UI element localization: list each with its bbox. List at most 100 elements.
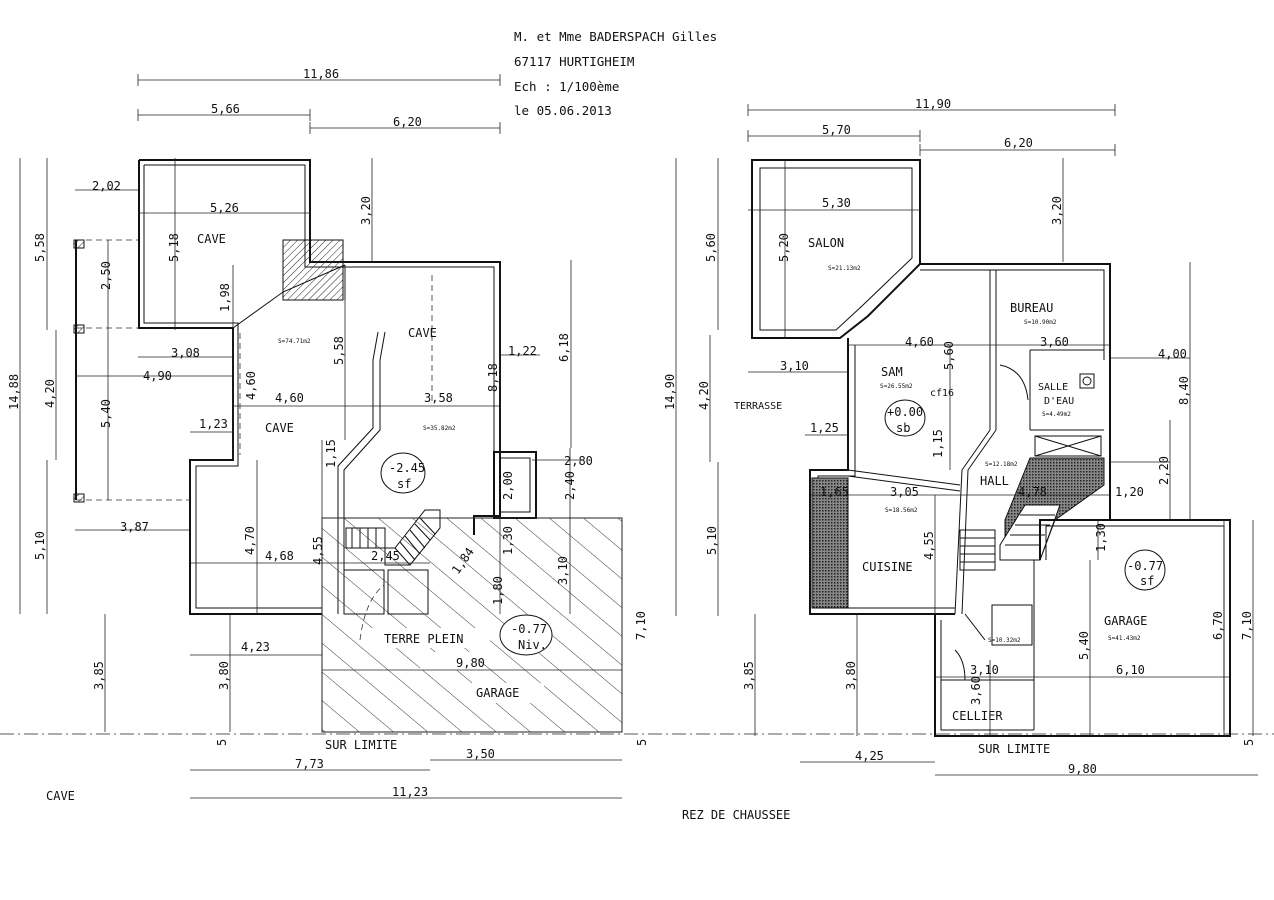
room-area: S=35.82m2	[423, 425, 456, 432]
level-marker: -0.77 sf	[1124, 549, 1166, 591]
dim-label: 4,60	[275, 391, 304, 405]
dim-label: 1,20	[1115, 485, 1144, 499]
dim-label: 4,00	[1158, 347, 1187, 361]
svg-text:Niv.: Niv.	[518, 638, 547, 652]
dim-label: 3,60	[1040, 335, 1069, 349]
room-label-garage: GARAGE	[476, 686, 519, 700]
dim-label: 6,20	[393, 115, 422, 129]
dim-label: 4,70	[243, 526, 257, 555]
room-area: S=18.56m2	[885, 507, 918, 514]
dim-label: 5,66	[211, 102, 240, 116]
room-label-terre-plein: TERRE PLEIN	[384, 632, 463, 646]
svg-text:sb: sb	[896, 421, 910, 435]
dim-label: 3,85	[92, 661, 106, 690]
dim-label: 6,10	[1116, 663, 1145, 677]
room-area: S=21.13m2	[828, 265, 861, 272]
dim-label: 2,00	[501, 471, 515, 500]
dim-label: 4,90	[143, 369, 172, 383]
dim-label: 5,60	[704, 233, 718, 262]
dim-label: 7,73	[295, 757, 324, 771]
dim-label: 2,02	[92, 179, 121, 193]
dim-label: 4,60	[905, 335, 934, 349]
dim-label: 3,10	[556, 556, 570, 585]
dim-label: 5,70	[822, 123, 851, 137]
dim-label: 3,87	[120, 520, 149, 534]
rdc-internal-dimensions	[675, 158, 1258, 776]
room-label-salle: D'EAU	[1044, 396, 1074, 407]
dim-label: 9,80	[1068, 762, 1097, 776]
dim-label: 6,20	[1004, 136, 1033, 150]
room-label-terrasse: TERRASSE	[734, 401, 782, 412]
dim-label: 2,80	[564, 454, 593, 468]
dim-label: 2,20	[1157, 456, 1171, 485]
dim-label: 11,86	[303, 67, 339, 81]
dim-label: 8,18	[486, 363, 500, 392]
rdc-walls	[751, 159, 1231, 737]
dim-label: 5	[635, 739, 649, 746]
dim-label: 1,22	[508, 344, 537, 358]
dim-label: 7,10	[634, 611, 648, 640]
dim-label: 1,30	[1094, 523, 1108, 552]
room-label-salle: SALLE	[1038, 382, 1068, 393]
level-marker: -2.45 sf	[380, 452, 426, 494]
svg-text:sf: sf	[1140, 574, 1154, 588]
dim-label: 8,40	[1177, 376, 1191, 405]
level-marker: -0.77 Niv.	[511, 622, 547, 652]
room-label-salon: SALON	[808, 236, 844, 250]
dim-label: 6,70	[1211, 611, 1225, 640]
dim-label: 9,80	[456, 656, 485, 670]
room-area: S=10.32m2	[988, 637, 1021, 644]
room-area: S=4.49m2	[1042, 411, 1071, 418]
dim-label: 1,15	[324, 439, 338, 468]
svg-text:+0.00: +0.00	[887, 405, 923, 419]
dim-label: 3,05	[890, 485, 919, 499]
dim-label: 5,58	[332, 336, 346, 365]
dim-label: 4,20	[43, 379, 57, 408]
dim-label: 5,20	[777, 233, 791, 262]
room-area: S=26.55m2	[880, 383, 913, 390]
dim-label: 4,68	[265, 549, 294, 563]
dim-label: 5,10	[33, 531, 47, 560]
cave-plan: 11,86 5,66 6,20	[0, 67, 1274, 803]
dim-label: 4,25	[855, 749, 884, 763]
dim-label: 14,88	[7, 374, 21, 410]
dim-label: 3,10	[780, 359, 809, 373]
room-area: S=74.71m2	[278, 338, 311, 345]
dim-label: 1,98	[218, 283, 232, 312]
drawing-scale: Ech : 1/100ème	[514, 79, 619, 94]
room-label-cave: CAVE	[265, 421, 294, 435]
dim-label: 11,90	[915, 97, 951, 111]
dim-label: 3,08	[171, 346, 200, 360]
dim-label: 2,50	[99, 261, 113, 290]
dim-label: 5,30	[822, 196, 851, 210]
dim-label: 1,30	[501, 526, 515, 555]
dim-label: 3,58	[424, 391, 453, 405]
dim-label: 5	[1242, 739, 1256, 746]
rdc-plan: 11,90 5,70 6,20	[663, 97, 1258, 822]
dim-label: 5,60	[942, 341, 956, 370]
dim-label: 5,10	[705, 526, 719, 555]
dim-label: 4,60	[244, 371, 258, 400]
dim-label: 1,15	[931, 429, 945, 458]
dim-label: 6,18	[557, 333, 571, 362]
dim-label: 5,40	[1077, 631, 1091, 660]
boundary-label: SUR LIMITE	[325, 738, 397, 752]
room-label-cave: CAVE	[197, 232, 226, 246]
room-area: S=10.90m2	[1024, 319, 1057, 326]
boundary-label: SUR LIMITE	[978, 742, 1050, 756]
owner-name: M. et Mme BADERSPACH Gilles	[514, 29, 717, 44]
room-area: S=41.43m2	[1108, 635, 1141, 642]
room-area: S=12.18m2	[985, 461, 1018, 468]
dim-label: 11,23	[392, 785, 428, 799]
svg-text:-2.45: -2.45	[389, 461, 425, 475]
dim-label: 4,55	[922, 531, 936, 560]
dim-label: 5,18	[167, 233, 181, 262]
level-marker: +0.00 sb	[884, 399, 926, 437]
dim-label: 5	[215, 739, 229, 746]
dim-label: 3,20	[359, 196, 373, 225]
svg-text:-0.77: -0.77	[511, 622, 547, 636]
plan-title-rdc: REZ DE CHAUSSEE	[682, 808, 790, 822]
dim-label: 7,10	[1240, 611, 1254, 640]
plan-title-cave: CAVE	[46, 789, 75, 803]
